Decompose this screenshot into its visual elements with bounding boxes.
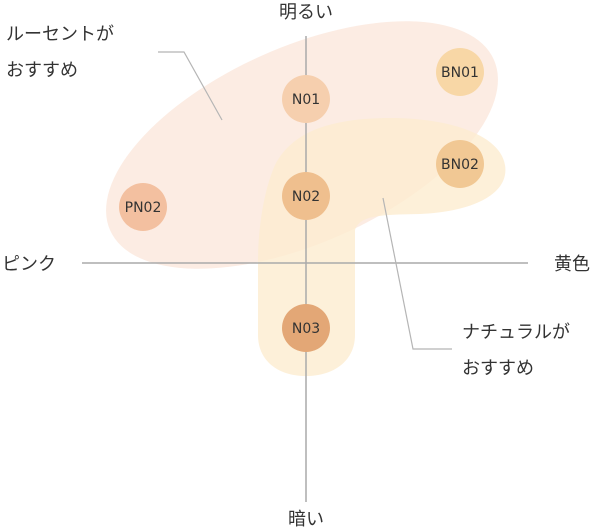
shade-dot-n02 xyxy=(282,172,330,220)
shade-dot-pn02 xyxy=(119,183,167,231)
axis-label-bright: 明るい xyxy=(279,2,333,23)
lucent-callout-line-1: ルーセントが xyxy=(6,24,114,45)
shade-dot-bn02 xyxy=(436,140,484,188)
shade-label-n02: N02 xyxy=(292,189,320,205)
callouts: ルーセントが おすすめ ナチュラルが おすすめ xyxy=(6,24,570,379)
shade-label-pn02: PN02 xyxy=(125,200,162,216)
shade-dots: N01 BN01 BN02 PN02 N02 N03 xyxy=(119,48,484,352)
axis-label-pink: ピンク xyxy=(2,254,56,275)
natural-callout-line-2: おすすめ xyxy=(462,358,534,379)
axis-label-yellow: 黄色 xyxy=(554,254,590,275)
lucent-leader-line xyxy=(158,51,223,121)
axis-label-dark: 暗い xyxy=(288,509,324,530)
callout-leaders xyxy=(158,51,452,350)
shade-label-n03: N03 xyxy=(292,321,320,337)
shade-dot-n03 xyxy=(282,304,330,352)
shade-dot-n01 xyxy=(282,75,330,123)
shade-dot-bn01 xyxy=(436,48,484,96)
lucent-callout-line-2: おすすめ xyxy=(6,60,78,81)
shade-label-n01: N01 xyxy=(292,92,320,108)
natural-callout-line-1: ナチュラルが xyxy=(462,322,570,343)
natural-leader-line xyxy=(382,197,452,350)
shade-label-bn02: BN02 xyxy=(441,157,479,173)
shade-label-bn01: BN01 xyxy=(441,65,479,81)
